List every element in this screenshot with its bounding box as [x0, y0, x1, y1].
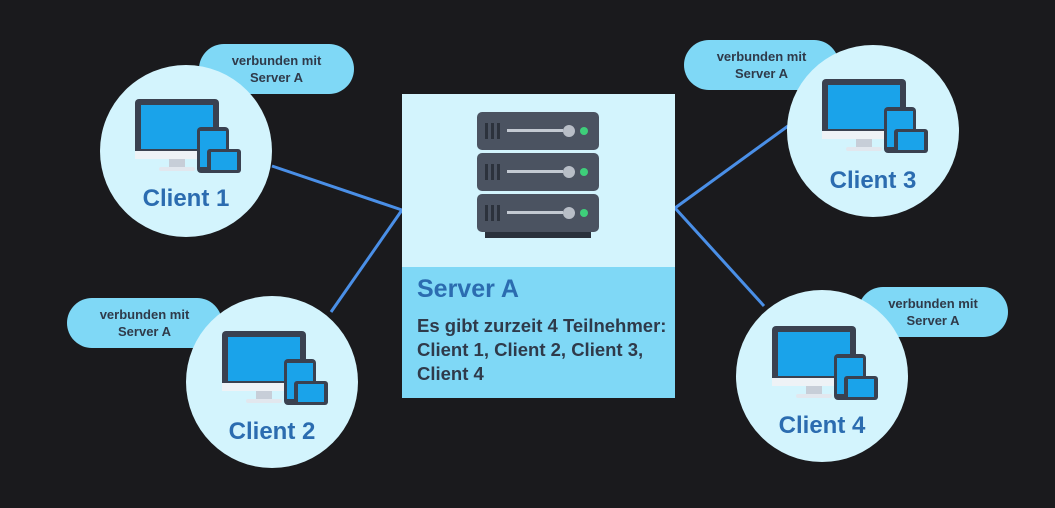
client-2-status-line1: verbunden mit — [99, 307, 190, 322]
client-3-label: Client 3 — [829, 167, 917, 194]
client-2-label: Client 2 — [228, 418, 316, 445]
connection-line-client-1 — [271, 164, 403, 212]
client-4-status-bubble: verbunden mit Server A — [858, 287, 1008, 337]
server-rack-icon — [477, 112, 599, 238]
computer-devices-icon — [772, 326, 878, 400]
client-4-label: Client 4 — [778, 412, 866, 439]
client-3-node: Client 3 — [787, 45, 959, 217]
client-1-status-line2: Server A — [250, 70, 303, 85]
server-node: Server A Es gibt zurzeit 4 Teilnehmer: C… — [402, 94, 675, 398]
client-4-status-line1: verbunden mit — [888, 296, 978, 311]
client-4-status-line2: Server A — [906, 313, 960, 328]
client-2-node: Client 2 — [186, 296, 358, 468]
server-description: Es gibt zurzeit 4 Teilnehmer: Client 1, … — [417, 315, 667, 384]
client-1-label: Client 1 — [142, 185, 230, 212]
client-3-status-line2: Server A — [735, 66, 788, 81]
client-1-node: Client 1 — [100, 65, 272, 237]
client-1-status-bubble: verbunden mit Server A — [199, 44, 354, 94]
computer-devices-icon — [822, 79, 928, 153]
client-1-status-line1: verbunden mit — [231, 53, 322, 68]
connection-line-client-4 — [673, 206, 766, 308]
server-info-panel — [402, 267, 675, 398]
server-title: Server A — [417, 275, 519, 303]
connection-line-client-3 — [674, 124, 789, 210]
computer-devices-icon — [222, 331, 328, 405]
connection-line-client-2 — [329, 209, 404, 313]
client-4-node: Client 4 — [736, 290, 908, 462]
client-3-status-line1: verbunden mit — [716, 49, 807, 64]
computer-devices-icon — [135, 99, 241, 173]
client-2-status-line2: Server A — [118, 324, 171, 339]
